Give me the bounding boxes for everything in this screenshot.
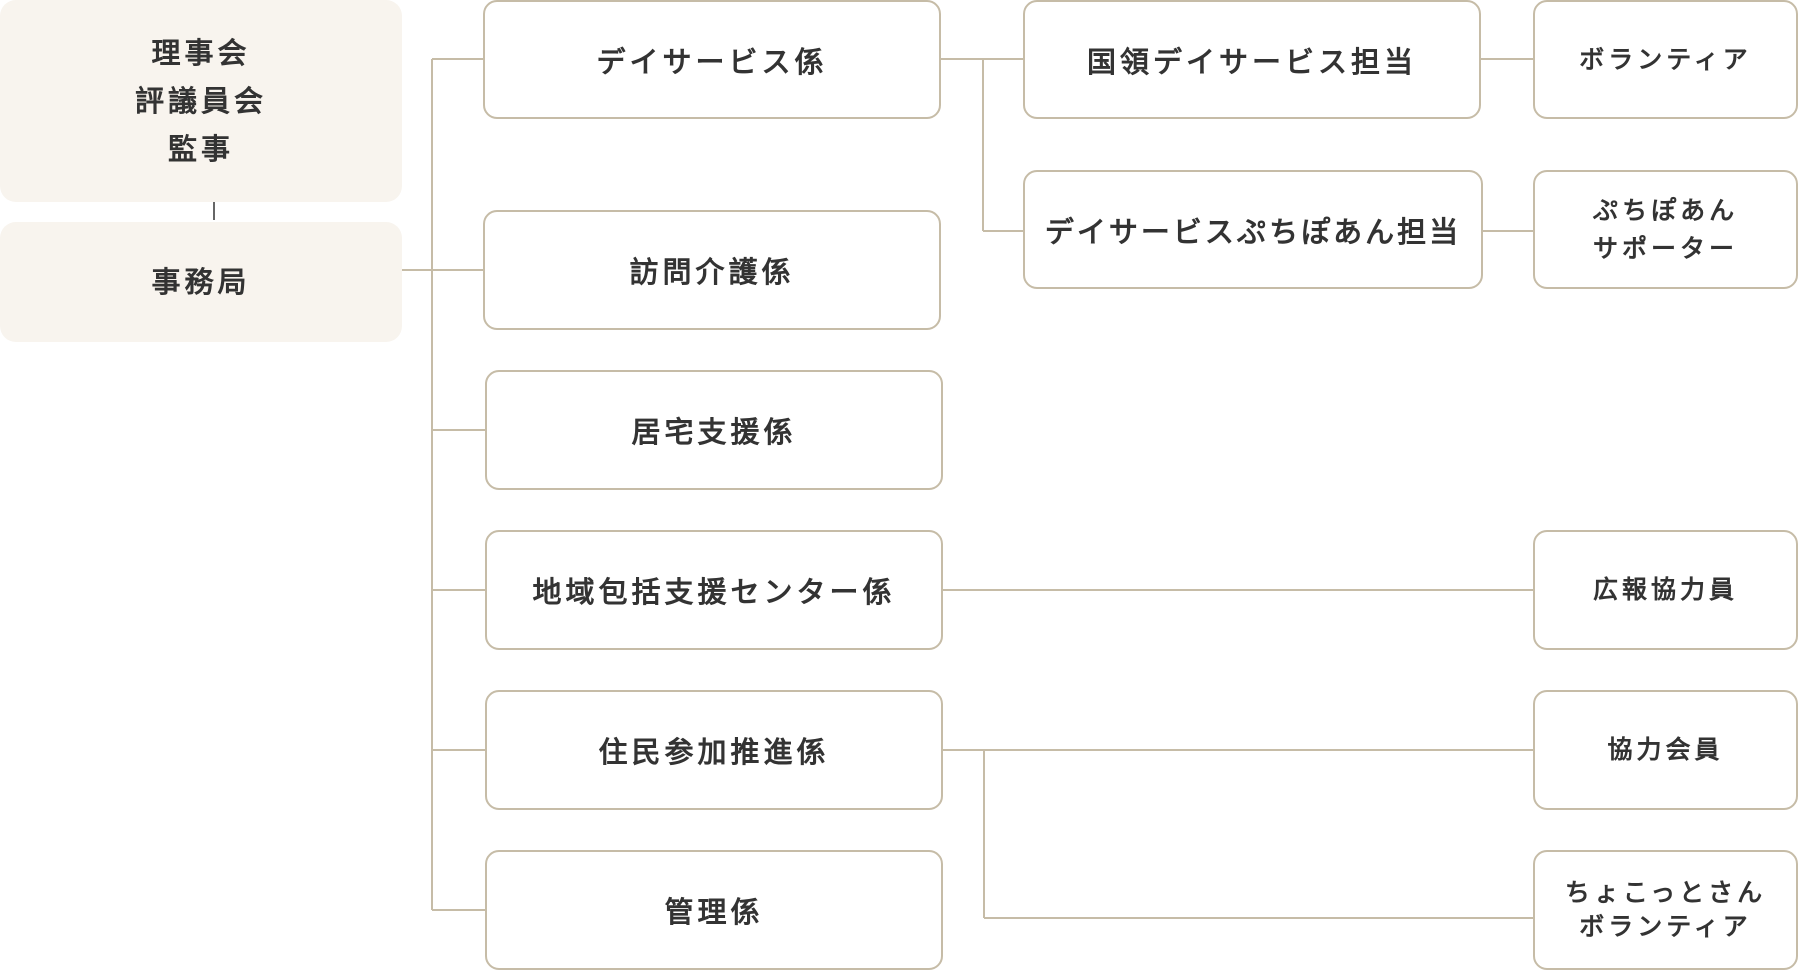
section-resident-participation: 住民参加推進係 (485, 690, 943, 810)
pr-cooperator-box: 広報協力員 (1533, 530, 1798, 650)
section-home-support: 居宅支援係 (485, 370, 943, 490)
unit-puchipoan: デイサービスぷちぽあん担当 (1023, 170, 1483, 289)
cooperative-member-box: 協力会員 (1533, 690, 1798, 810)
section-management: 管理係 (485, 850, 943, 970)
chokotto-volunteer-box: ちょこっとさん ボランティア (1533, 850, 1798, 970)
section-community-center: 地域包括支援センター係 (485, 530, 943, 650)
section-home-care: 訪問介護係 (483, 210, 941, 330)
board-box: 理事会 評議員会 監事 (0, 0, 402, 202)
volunteer-box: ボランティア (1533, 0, 1798, 119)
unit-kokuryo: 国領デイサービス担当 (1023, 0, 1481, 119)
puchipoan-supporter-box: ぷちぽあん サポーター (1533, 170, 1798, 289)
section-day-service: デイサービス係 (483, 0, 941, 119)
secretariat-box: 事務局 (0, 222, 402, 342)
